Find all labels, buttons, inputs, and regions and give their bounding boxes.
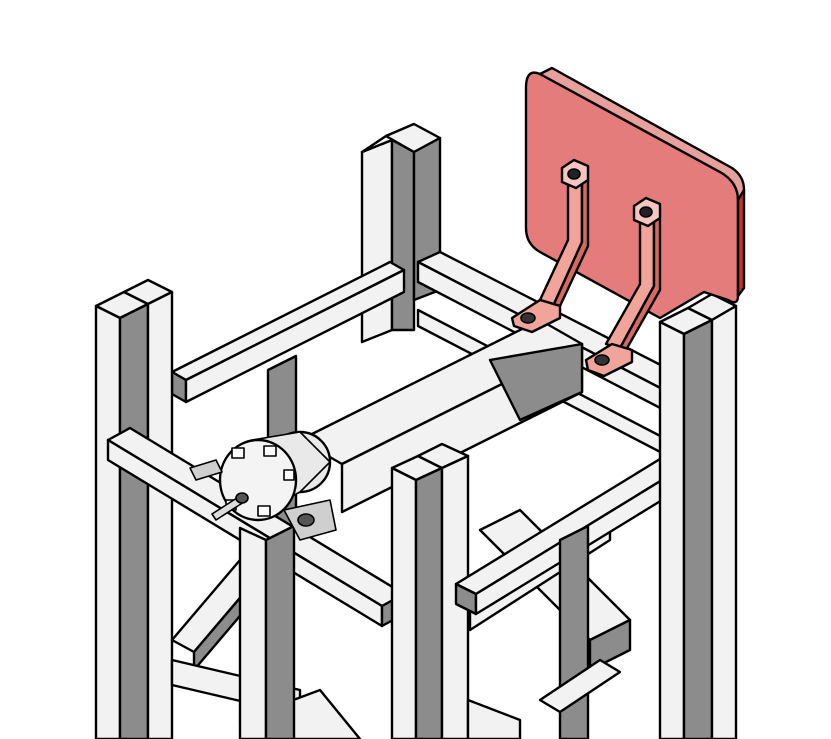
- motor-mount-bracket: [189, 459, 337, 541]
- right-lower-members: [466, 524, 622, 739]
- right-mounting-bracket: [584, 196, 662, 378]
- back-left-top-rail: [170, 260, 406, 404]
- back-right-post: [360, 122, 442, 344]
- middle-vertical-member: [238, 524, 296, 739]
- front-right-post: [658, 292, 738, 739]
- motor-shaft: [211, 492, 249, 521]
- front-left-post: [94, 278, 174, 739]
- left-mounting-bracket: [510, 158, 590, 334]
- mounting-panel-assembly: [510, 66, 746, 378]
- center-beam: [298, 318, 584, 514]
- motor-assembly: [189, 430, 337, 541]
